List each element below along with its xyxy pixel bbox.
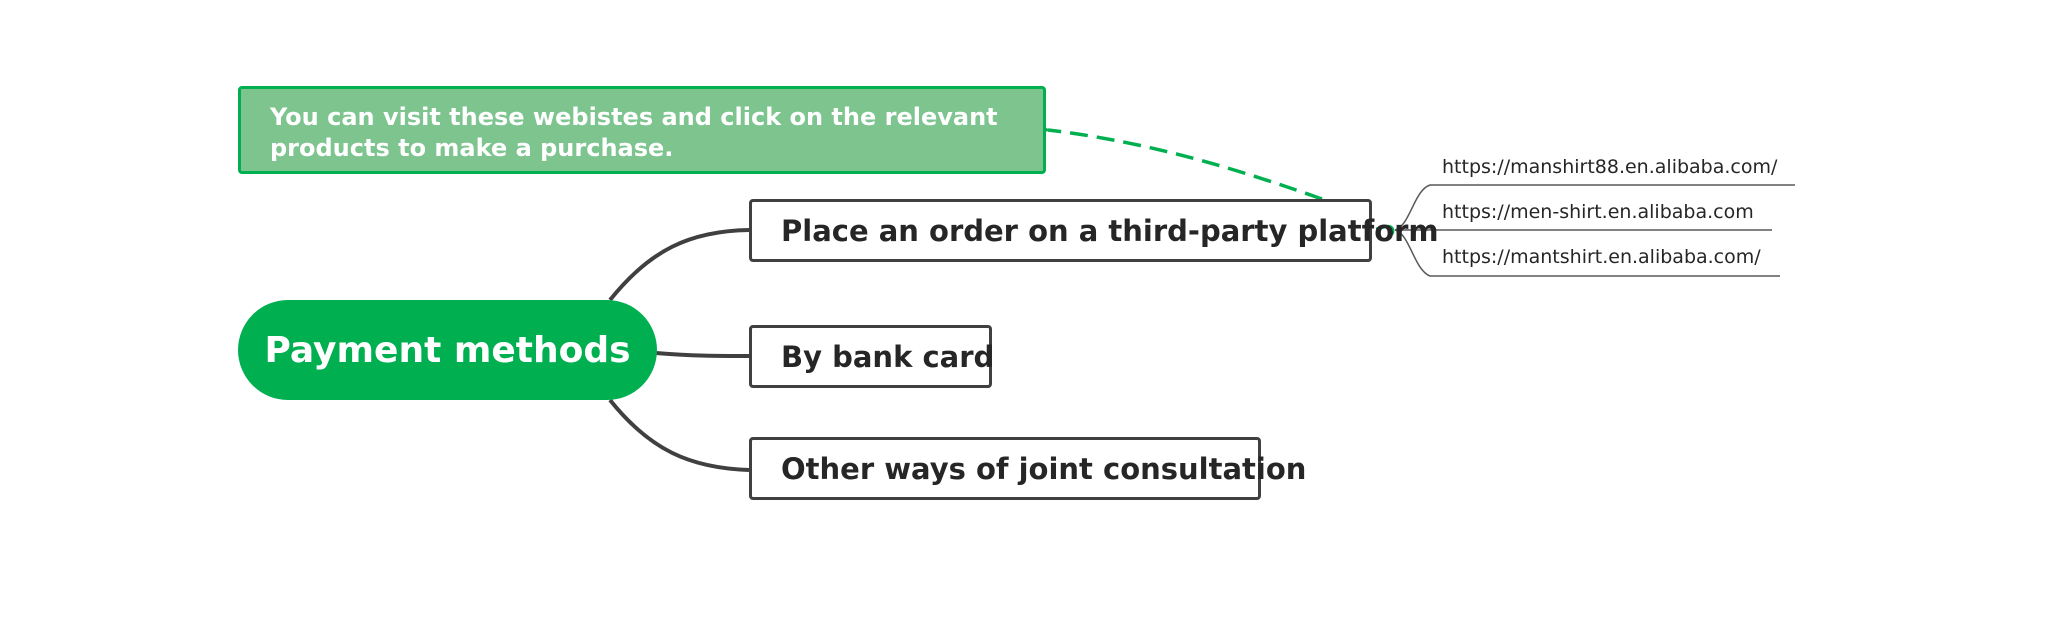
root-topic[interactable]: Payment methods [238, 300, 657, 400]
connector-root-branch-3 [608, 398, 750, 472]
link-men-shirt[interactable]: https://men-shirt.en.alibaba.com [1442, 201, 1754, 223]
connector-branch-1-link-3 [1394, 229, 1780, 277]
link-manshirt88[interactable]: https://manshirt88.en.alibaba.com/ [1442, 156, 1778, 178]
topic-bank-card[interactable]: By bank card [749, 325, 994, 388]
topic-joint-consultation[interactable]: Other ways of joint consultation [749, 437, 1306, 500]
note-line-1: You can visit these webistes and click o… [270, 103, 998, 131]
connector-branch-1-link-1 [1394, 184, 1795, 231]
relationship-hook [1375, 224, 1395, 235]
topic-third-party-platform[interactable]: Place an order on a third-party platform [749, 199, 1439, 262]
link-mantshirt[interactable]: https://mantshirt.en.alibaba.com/ [1442, 246, 1761, 268]
connector-root-branch-1 [608, 228, 750, 302]
callout-note: You can visit these webistes and click o… [238, 86, 1046, 174]
connector-root-branch-2 [655, 351, 750, 358]
relationship-arrow [1035, 121, 1323, 201]
note-line-2: products to make a purchase. [270, 134, 674, 162]
